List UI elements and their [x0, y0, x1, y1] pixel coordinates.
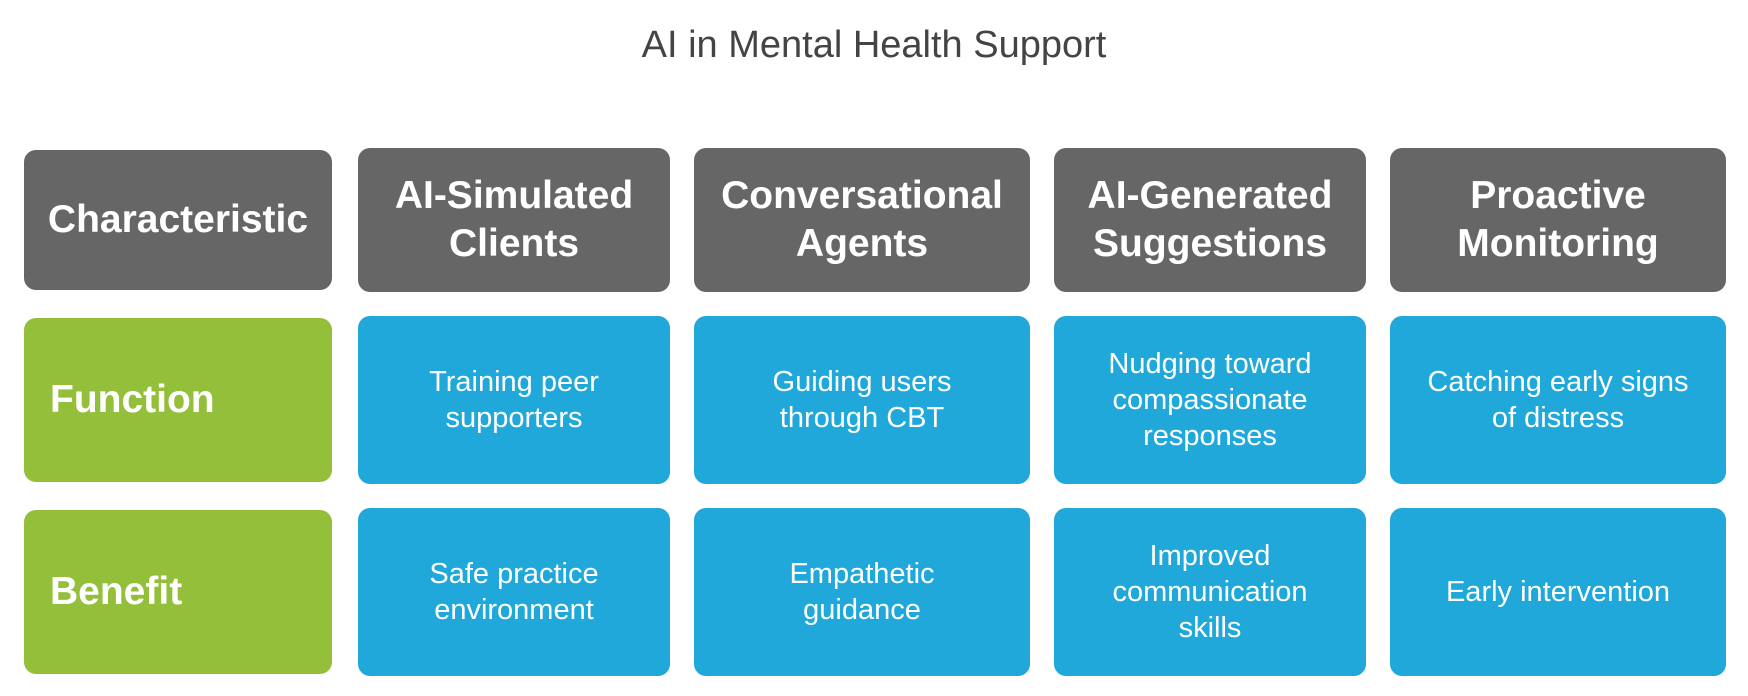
header-ai-generated-suggestions: AI-Generated Suggestions [1054, 148, 1366, 292]
header-characteristic-label: Characteristic [47, 198, 309, 241]
cell-text: Catching early signs of distress [1427, 366, 1689, 434]
header-label: Conversational Agents [721, 174, 1003, 265]
header-label: Proactive Monitoring [1457, 174, 1659, 265]
function-cell-ai-generated-suggestions: Nudging toward compassionate responses [1054, 316, 1366, 484]
cell-text: Guiding users through CBT [772, 366, 952, 434]
row-label-function: Function [24, 318, 332, 482]
cell-text: Training peer supporters [429, 366, 599, 434]
cell-text: Improved communication skills [1112, 540, 1308, 644]
row-label-benefit: Benefit [24, 510, 332, 674]
cell-text: Early intervention [1445, 576, 1671, 608]
diagram-title: AI in Mental Health Support [641, 24, 1107, 66]
cell-text: Nudging toward compassionate responses [1108, 348, 1312, 452]
cell-text: Safe practice environment [429, 558, 599, 626]
row-label-text: Function [50, 378, 215, 421]
benefit-cell-ai-generated-suggestions: Improved communication skills [1054, 508, 1366, 676]
cell-text: Empathetic guidance [789, 558, 935, 626]
benefit-cell-ai-simulated-clients: Safe practice environment [358, 508, 670, 676]
function-cell-proactive-monitoring: Catching early signs of distress [1390, 316, 1726, 484]
header-ai-simulated-clients: AI-Simulated Clients [358, 148, 670, 292]
header-conversational-agents: Conversational Agents [694, 148, 1030, 292]
benefit-cell-proactive-monitoring: Early intervention [1390, 508, 1726, 676]
header-proactive-monitoring: Proactive Monitoring [1390, 148, 1726, 292]
header-label: AI-Generated Suggestions [1087, 174, 1333, 265]
function-cell-ai-simulated-clients: Training peer supporters [358, 316, 670, 484]
row-label-text: Benefit [50, 570, 183, 613]
function-cell-conversational-agents: Guiding users through CBT [694, 316, 1030, 484]
benefit-cell-conversational-agents: Empathetic guidance [694, 508, 1030, 676]
header-label: AI-Simulated Clients [394, 174, 634, 265]
header-characteristic: Characteristic [24, 150, 332, 290]
